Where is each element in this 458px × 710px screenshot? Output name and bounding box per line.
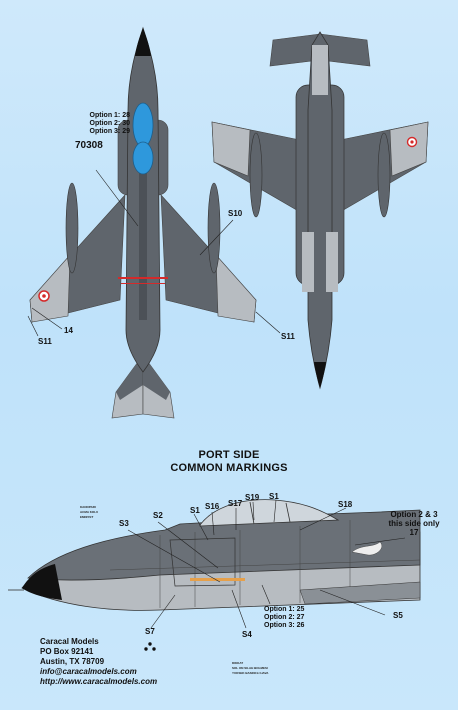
svg-text:ACMA KOLU: ACMA KOLU — [80, 510, 98, 514]
label-s7: S7 — [145, 627, 155, 636]
label-s4: S4 — [242, 630, 252, 639]
label-s11-left: S11 — [38, 337, 52, 346]
top-option-3: Option 3: 29 — [89, 128, 130, 135]
serial-number: 70308 — [75, 140, 103, 151]
label-s10: S10 — [228, 209, 243, 218]
company-name: Caracal Models — [40, 637, 99, 646]
heading-common-markings: COMMON MARKINGS — [170, 462, 288, 474]
side-note-line-2: this side only — [388, 519, 440, 528]
label-s19: S19 — [245, 493, 260, 502]
label-s16: S16 — [205, 502, 220, 511]
heading-port-side: PORT SIDE — [198, 449, 260, 461]
po-box: PO Box 92141 — [40, 647, 94, 656]
side-note-line-3: 17 — [409, 528, 419, 537]
label-14: 14 — [64, 326, 73, 335]
svg-text:KANOPARI: KANOPARI — [80, 505, 96, 509]
city-state-zip: Austin, TX 78709 — [40, 657, 105, 666]
label-s11-right: S11 — [281, 332, 295, 341]
side-view-aircraft: KANOPARI ACMA KOLU EMNIYET DIKKAT SOL ON… — [8, 499, 421, 675]
svg-text:DIKKAT: DIKKAT — [232, 661, 243, 665]
svg-text:EMNIYET: EMNIYET — [80, 515, 94, 519]
website-link[interactable]: http://www.caracalmodels.com — [40, 677, 158, 686]
side-option-3: Option 3: 26 — [264, 622, 305, 629]
label-s2: S2 — [153, 511, 163, 520]
side-option-1: Option 1: 25 — [264, 606, 305, 613]
label-s1-a: S1 — [190, 506, 200, 515]
side-option-list: Option 1: 25 Option 2: 27 Option 3: 26 — [264, 606, 304, 630]
label-s17: S17 — [228, 499, 243, 508]
label-s1-b: S1 — [269, 492, 279, 501]
side-note: Option 2 & 3 this side only 17 — [378, 510, 450, 537]
bottom-view-aircraft — [211, 31, 429, 390]
label-s3: S3 — [119, 519, 129, 528]
svg-text:YUKSEK BASINCLI HAVA: YUKSEK BASINCLI HAVA — [232, 671, 269, 675]
email-link[interactable]: info@caracalmodels.com — [40, 667, 137, 676]
top-view-aircraft — [27, 26, 281, 419]
top-option-list: Option 1: 28 Option 2: 30 Option 3: 29 — [70, 112, 130, 136]
label-s18: S18 — [338, 500, 353, 509]
top-option-2: Option 2: 30 — [89, 120, 130, 127]
side-note-line-1: Option 2 & 3 — [390, 510, 438, 519]
label-s5: S5 — [393, 611, 403, 620]
side-option-2: Option 2: 27 — [264, 614, 305, 621]
svg-text:SOL ON SILAH BOLMESI: SOL ON SILAH BOLMESI — [232, 666, 268, 670]
top-option-1: Option 1: 28 — [89, 112, 130, 119]
company-address: Caracal Models PO Box 92141 Austin, TX 7… — [40, 637, 157, 687]
